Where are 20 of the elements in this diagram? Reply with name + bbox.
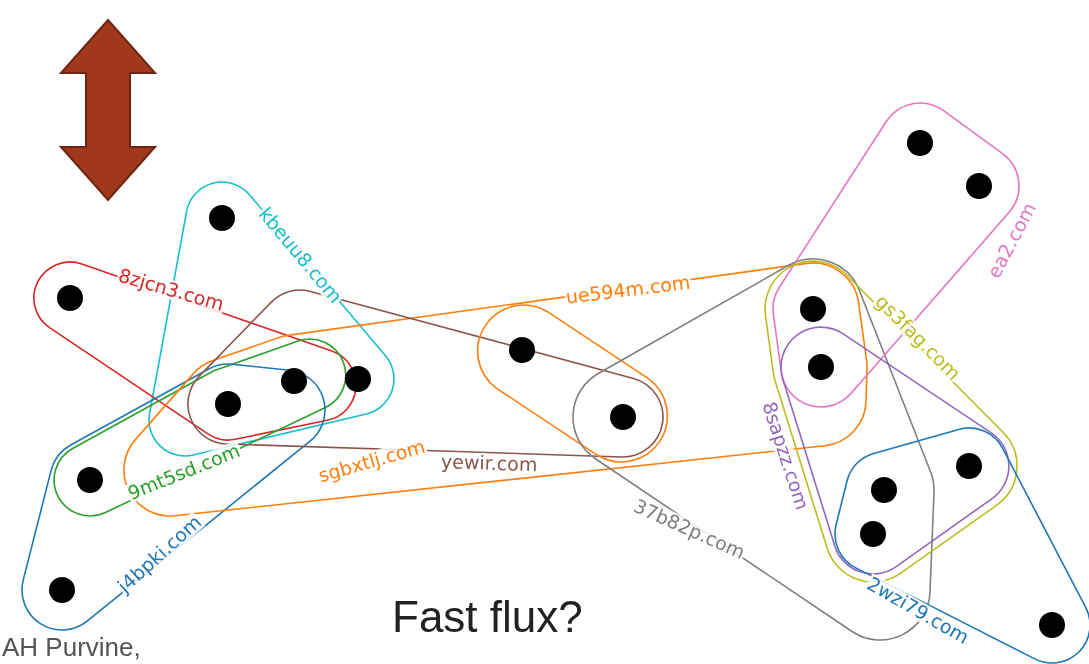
vertex-dot	[209, 205, 235, 231]
hyperedge-label: yewir.com	[439, 452, 539, 475]
vertex-dot	[907, 130, 933, 156]
vertex-dot	[1039, 612, 1065, 638]
vertex-dot	[77, 467, 103, 493]
vertex-dot	[808, 354, 834, 380]
vertex-dot	[966, 173, 992, 199]
vertex-dot	[610, 404, 636, 430]
vertex-dot	[956, 453, 982, 479]
author-credit: AH Purvine,	[2, 632, 141, 663]
vertex-dot	[57, 285, 83, 311]
vertex-dot	[281, 368, 307, 394]
slide-title: Fast flux?	[392, 592, 583, 642]
vertex-dot	[800, 296, 826, 322]
vertex-dot	[215, 391, 241, 417]
vertex-dot	[860, 521, 886, 547]
vertex-dot	[509, 337, 535, 363]
vertex-dot	[49, 577, 75, 603]
vertex-dot	[871, 477, 897, 503]
vertex-dot	[345, 366, 371, 392]
